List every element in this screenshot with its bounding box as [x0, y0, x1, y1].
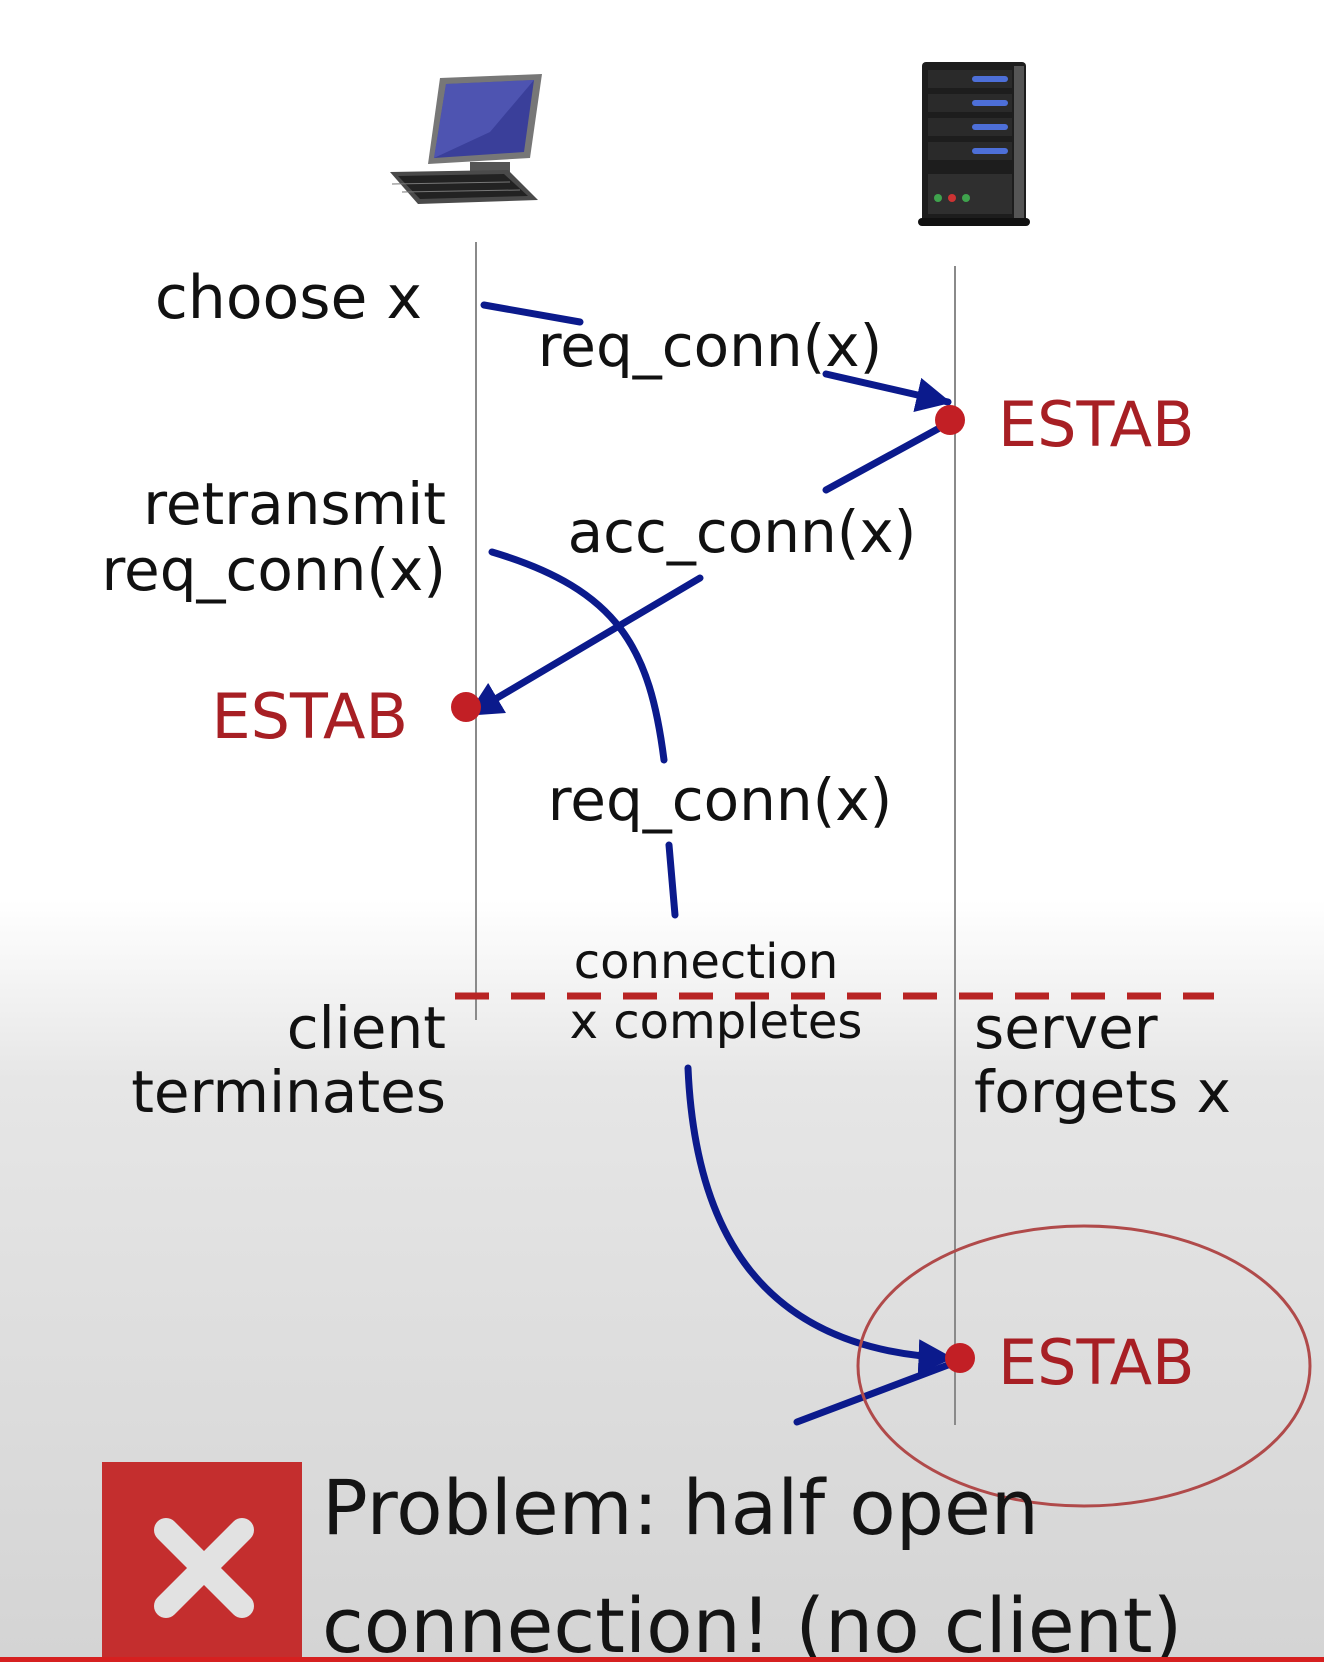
connection-completes-line2: x completes [570, 994, 863, 1050]
client-terminates-line1: client [287, 994, 446, 1062]
problem-line1: Problem: half open [322, 1463, 1039, 1552]
server-estab-dot-1 [935, 405, 965, 435]
server-tower-icon [918, 62, 1030, 226]
server-forgets-line2: forgets x [974, 1058, 1231, 1126]
acc-conn-arrow [470, 421, 949, 714]
client-estab-dot [451, 692, 481, 722]
client-estab-label: ESTAB [211, 680, 408, 753]
retransmit-arrow-mid [665, 841, 679, 919]
choose-x-label: choose x [155, 263, 422, 333]
retransmit-label-line2: req_conn(x) [101, 536, 446, 604]
server-estab-label-1: ESTAB [998, 388, 1195, 461]
acc-conn-label: acc_conn(x) [568, 498, 917, 566]
progress-strip [0, 1657, 1324, 1662]
req-conn-label-1: req_conn(x) [538, 312, 883, 380]
req-conn-arrow [480, 301, 948, 402]
problem-line2: connection! (no client) [322, 1581, 1182, 1662]
retransmit-label-line1: retransmit [143, 470, 446, 538]
req-conn-label-2: req_conn(x) [548, 766, 893, 834]
server-estab-dot-2 [945, 1343, 975, 1373]
server-estab-label-2: ESTAB [998, 1326, 1195, 1399]
server-forgets-line1: server [974, 994, 1158, 1062]
client-terminates-line2: terminates [131, 1058, 446, 1126]
retransmit-arrow-lower [684, 1064, 954, 1375]
x-mark-icon [154, 1518, 254, 1618]
desktop-computer-icon [390, 74, 542, 204]
connection-completes-line1: connection [574, 934, 838, 990]
incoming-arrow-stub [793, 1361, 952, 1426]
retransmit-arrow-upper [488, 548, 668, 764]
highlight-circle [856, 1224, 1312, 1508]
